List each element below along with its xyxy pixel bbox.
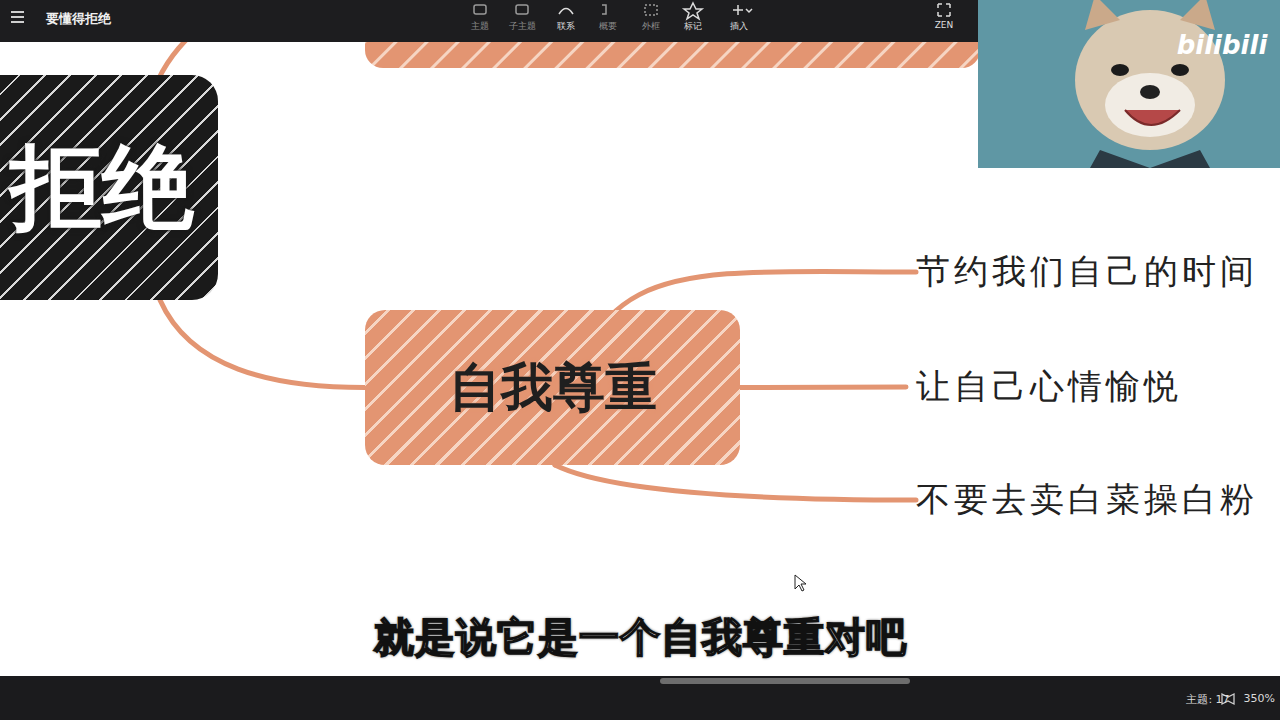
status-bar (0, 676, 1280, 720)
toolbar-label: 子主题 (509, 20, 536, 33)
toolbar-label: 外框 (642, 20, 660, 33)
topic-text: 让自己心情愉悦 (916, 364, 1182, 410)
toolbar-label: 概要 (599, 20, 617, 33)
toolbar-label: 主题 (471, 20, 489, 33)
toolbar-label: 联系 (557, 20, 575, 33)
topic-text: 节约我们自己的时间 (916, 249, 1258, 295)
toolbar-label: 标记 (684, 20, 702, 33)
topic-text: 不要去卖白菜操白粉 (916, 477, 1258, 523)
subtitle: 就是说它是一个自我尊重对吧 (374, 610, 907, 665)
branch-connector (740, 385, 906, 391)
toolbar-icons (474, 3, 950, 19)
document-title: 要懂得拒绝 (46, 10, 111, 28)
mouse-cursor (795, 575, 806, 591)
zoom-level: 350% (1244, 692, 1275, 705)
subtopic: 节约我们自己的时间 (916, 248, 1258, 296)
toolbar-label: 插入 (730, 20, 748, 33)
dog-illustration (978, 0, 1280, 168)
topic-text: 拒绝 (10, 126, 194, 250)
video-overlay (978, 0, 1280, 168)
topic-text: 自我尊重 (449, 353, 657, 423)
toolbar-label: ZEN (935, 20, 954, 30)
main-topic: 自我尊重 (365, 310, 740, 465)
menu-icon (11, 12, 24, 22)
scrollbar (660, 678, 910, 684)
subtopic: 让自己心情愉悦 (916, 363, 1182, 411)
subtopic: 不要去卖白菜操白粉 (916, 476, 1258, 524)
root-topic: 拒绝 (0, 75, 218, 300)
branch-connector (160, 300, 365, 388)
branch-connector (555, 465, 916, 500)
status-text: 主题: 17 (1186, 692, 1229, 707)
watermark: bilibili (1177, 30, 1268, 60)
